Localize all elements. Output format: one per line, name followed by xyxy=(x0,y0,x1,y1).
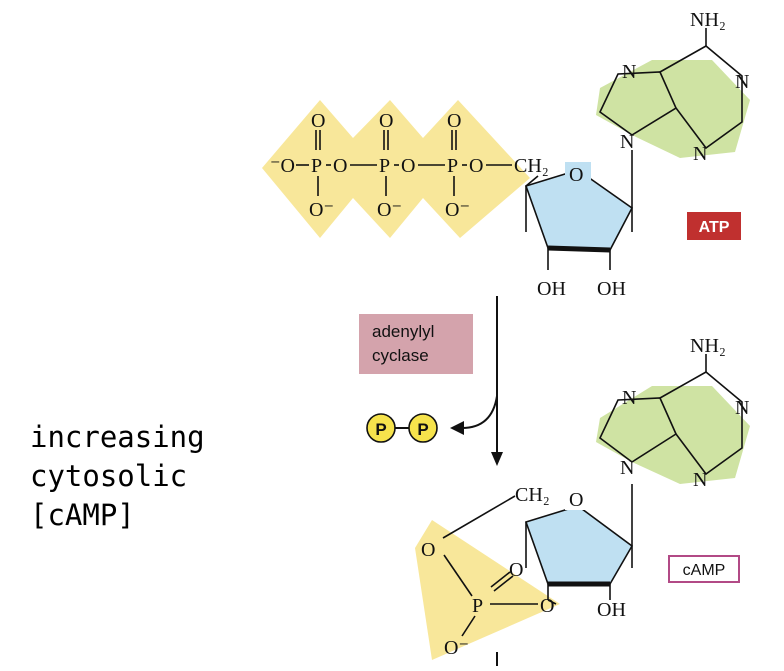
camp-n3: N xyxy=(693,469,707,491)
camp-phos-o-double: O xyxy=(509,559,523,581)
atp-amine: NH₂ xyxy=(690,9,726,31)
atp-o-minus-2: O⁻ xyxy=(377,199,402,221)
camp-n1: N xyxy=(735,397,749,419)
atp-chain-o3: O xyxy=(469,155,483,177)
atp-o-double-3: O xyxy=(447,110,461,132)
enzyme-line1: adenylyl xyxy=(372,322,434,341)
side-label: increasing cytosolic [cAMP] xyxy=(30,418,205,535)
camp-n9: N xyxy=(620,457,634,479)
camp-molecule: O CH₂ O O P O O⁻ OH N xyxy=(415,335,750,660)
camp-phos-o1: O xyxy=(421,539,435,561)
pyrophosphate-arrow-head xyxy=(450,421,464,435)
enzyme-line2: cyclase xyxy=(372,346,429,365)
pyrophosphate-bead-2 xyxy=(408,413,438,443)
atp-o-double-2: O xyxy=(379,110,393,132)
pyrophosphate-bead-1 xyxy=(366,413,396,443)
pyrophosphate-p2: P xyxy=(417,420,428,439)
camp-ring-o: O xyxy=(569,489,583,511)
atp-o-minus-3: O⁻ xyxy=(445,199,470,221)
atp-o-double-1: O xyxy=(311,110,325,132)
camp-phos-o-minus: O⁻ xyxy=(444,637,469,659)
atp-ch2: CH₂ xyxy=(514,155,549,177)
camp-ch2: CH₂ xyxy=(515,484,550,506)
atp-o-minus-1: O⁻ xyxy=(309,199,334,221)
camp-n7: N xyxy=(622,387,636,409)
camp-phos-p: P xyxy=(472,595,483,617)
atp-label-box xyxy=(687,212,741,240)
camp-amine: NH₂ xyxy=(690,335,726,357)
atp-chain-prefix: ⁻O xyxy=(270,155,295,177)
atp-hydroxyl-1: OH xyxy=(537,278,566,300)
atp-phosphate-highlight xyxy=(262,100,530,238)
atp-molecule: ⁻O P O P O P O CH₂ O O O xyxy=(262,9,750,300)
camp-label: cAMP xyxy=(683,562,726,579)
side-label-line1: increasing xyxy=(30,420,205,454)
camp-phosphate-highlight xyxy=(415,520,560,660)
side-label-line3: [cAMP] xyxy=(30,498,135,532)
atp-chain-p3: P xyxy=(447,155,458,177)
atp-n1: N xyxy=(735,71,749,93)
camp-ribose-ring xyxy=(524,505,634,585)
atp-chain-o1: O xyxy=(333,155,347,177)
camp-phos-o2: O xyxy=(540,595,554,617)
atp-chain-p2: P xyxy=(379,155,390,177)
side-label-line2: cytosolic xyxy=(30,459,188,493)
camp-label-box xyxy=(668,555,740,583)
camp-hydroxyl: OH xyxy=(597,599,626,621)
pyrophosphate-release-arrow xyxy=(461,395,498,429)
reaction: adenylyl cyclase P P xyxy=(359,296,503,466)
atp-chain-p1: P xyxy=(311,155,322,177)
atp-n9: N xyxy=(620,131,634,153)
atp-chain-bonds xyxy=(296,130,512,196)
atp-n7: N xyxy=(622,61,636,83)
atp-ring-o: O xyxy=(569,164,583,186)
atp-chain-o2: O xyxy=(401,155,415,177)
pyrophosphate-p1: P xyxy=(375,420,386,439)
atp-n3: N xyxy=(693,143,707,165)
atp-label: ATP xyxy=(699,219,730,236)
reaction-arrow-head xyxy=(491,452,503,466)
enzyme-box xyxy=(359,314,473,374)
atp-hydroxyl-2: OH xyxy=(597,278,626,300)
